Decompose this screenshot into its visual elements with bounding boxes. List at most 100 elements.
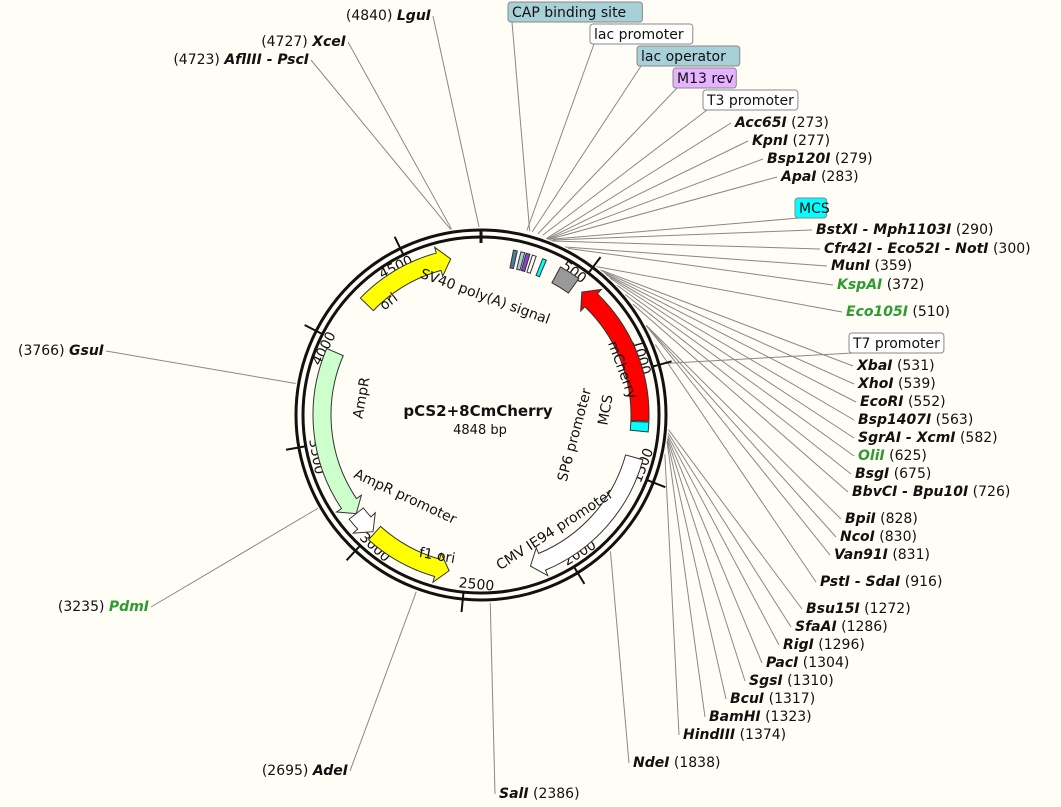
enzyme-label-sfaai: SfaAI (1286) [795, 619, 888, 635]
leader-line [667, 432, 792, 628]
enzyme-position: (4840) [346, 8, 393, 24]
leader-line [606, 274, 855, 421]
enzyme-position: (3235) [58, 599, 105, 615]
leader-line [596, 266, 843, 313]
enzyme-label-sali: SalI (2386) [499, 786, 580, 802]
enzyme-name: BstXI - Mph1103I [816, 222, 951, 238]
enzyme-label-ndei: NdeI (1838) [633, 755, 720, 771]
enzyme-label-ecori: EcoRI (552) [860, 394, 946, 410]
plasmid-name: pCS2+8CmCherry [403, 402, 553, 420]
leader-line [663, 352, 854, 364]
leader-line [667, 435, 780, 646]
boxed-label-bg [589, 23, 694, 45]
enzyme-position: (1317) [769, 691, 816, 707]
enzyme-name: LguI [397, 8, 431, 24]
enzyme-position: (300) [993, 241, 1031, 257]
scale-tick-mark [285, 445, 306, 451]
enzyme-position: (4723) [173, 52, 220, 68]
scale-tick-mark [587, 256, 602, 274]
leader-line [666, 441, 706, 718]
enzyme-name: Bsp120I [767, 151, 830, 167]
leader-line [646, 325, 831, 556]
enzyme-position: (273) [791, 115, 829, 131]
enzyme-label-cfr42i-eco52i-noti: Cfr42I - Eco52I - NotI (300) [824, 241, 1031, 257]
scale-tick-mark [345, 544, 361, 562]
enzyme-label-gsui: (3766) GsuI [18, 343, 104, 359]
enzyme-position: (283) [821, 169, 859, 185]
enzyme-label-pdmi: (3235) PdmI [58, 599, 149, 615]
leader-line [310, 59, 452, 230]
leader-line [548, 176, 778, 240]
enzyme-label-rigi: RigI (1296) [783, 637, 865, 653]
leader-line [526, 43, 595, 231]
enzyme-label-ncoi: NcoI (830) [840, 529, 917, 545]
enzyme-labels-right: Acc65I (273)KpnI (277)Bsp120I (279)ApaI … [499, 115, 1031, 802]
enzyme-name: BamHI [709, 709, 761, 725]
enzyme-position: (510) [912, 304, 950, 320]
enzyme-position: (372) [887, 277, 925, 293]
small-feature-box [516, 251, 526, 271]
leader-line [549, 229, 813, 241]
leader-line [666, 440, 727, 700]
enzyme-name: Acc65I [734, 115, 787, 131]
enzyme-position: (828) [880, 511, 918, 527]
cmv-promoter-arrow [529, 454, 644, 577]
enzyme-label-sgrai-xcmi: SgrAI - XcmI (582) [858, 430, 998, 446]
enzyme-labels-left: (4840) LguI(4727) XceI(4723) AflIII - Ps… [18, 8, 431, 779]
label-leader-lines [105, 15, 857, 795]
enzyme-position: (539) [898, 376, 936, 392]
enzyme-label-acc65i: Acc65I (273) [734, 115, 829, 131]
enzyme-name: XhoI [857, 376, 894, 392]
enzyme-position: (1374) [740, 727, 787, 743]
leader-line [546, 140, 749, 240]
enzyme-position: (1286) [841, 619, 888, 635]
enzyme-name: BbvCI - Bpu10I [852, 484, 968, 500]
feature-label-ampr: AmpR [350, 376, 373, 420]
enzyme-label-bamhi: BamHI (1323) [709, 709, 812, 725]
enzyme-name: XceI [311, 34, 346, 50]
enzyme-position: (290) [956, 222, 994, 238]
enzyme-label-xcei: (4727) XceI [261, 34, 346, 50]
enzyme-position: (625) [889, 448, 927, 464]
mcherry-arrow [580, 288, 650, 422]
leader-line [601, 270, 855, 385]
enzyme-label-bpii: BpiI (828) [845, 511, 918, 527]
enzyme-position: (552) [908, 394, 946, 410]
leader-line [616, 284, 855, 457]
enzyme-label-kspai: KspAI (372) [837, 277, 924, 293]
enzyme-name: SfaAI [795, 619, 837, 635]
enzyme-name: Van91I [834, 547, 888, 563]
leader-line [511, 21, 531, 232]
enzyme-position: (4727) [261, 34, 308, 50]
enzyme-label-bsp1407i: Bsp1407I (563) [858, 412, 973, 428]
enzyme-name: NcoI [840, 529, 875, 545]
small-feature-box [526, 254, 537, 274]
leader-line [531, 65, 642, 233]
ori-arrow [359, 246, 452, 312]
enzyme-label-lgui: (4840) LguI [346, 8, 431, 24]
enzyme-label-adei: (2695) AdeI [262, 763, 348, 779]
feature-label-sp6-promoter: SP6 promoter [555, 387, 595, 484]
enzyme-position: (1296) [818, 637, 865, 653]
enzyme-label-paci: PacI (1304) [766, 655, 849, 671]
enzyme-position: (1323) [765, 709, 812, 725]
leader-line [545, 122, 732, 240]
leader-line [105, 350, 296, 384]
enzyme-name: HindIII [683, 727, 735, 743]
enzyme-name: SgsI [749, 673, 783, 689]
leader-line [537, 87, 678, 235]
enzyme-name: EcoRI [860, 394, 903, 410]
enzyme-label-afliii-psci: (4723) AflIII - PscI [173, 52, 309, 68]
enzyme-name: OliI [858, 448, 885, 464]
leader-line [489, 602, 496, 795]
boxed-label-mcs: MCS [799, 201, 830, 217]
enzyme-position: (563) [936, 412, 974, 428]
enzyme-name: BsgI [855, 466, 889, 482]
leader-line [632, 303, 849, 493]
enzyme-label-eco105i: Eco105I (510) [846, 304, 950, 320]
enzyme-name: PstI - SdaI [820, 574, 900, 590]
enzyme-label-kpni: KpnI (277) [752, 133, 830, 149]
leader-line [667, 438, 746, 682]
enzyme-name: SalI [499, 786, 529, 802]
